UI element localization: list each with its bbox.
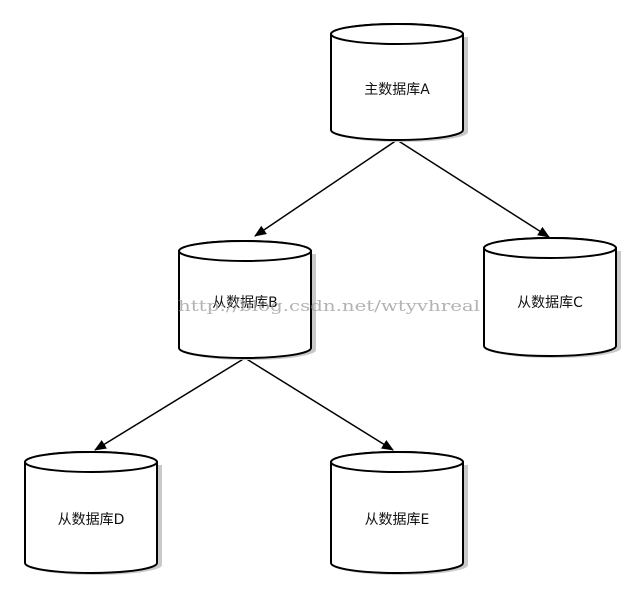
edges xyxy=(94,139,550,451)
edge-a-c xyxy=(396,139,550,238)
node-e-label: 从数据库E xyxy=(365,512,430,528)
node-a-label: 主数据库A xyxy=(364,82,430,98)
node-c-label: 从数据库C xyxy=(517,295,583,311)
database-node-e[interactable]: 从数据库E xyxy=(330,451,468,575)
database-node-c[interactable]: 从数据库C xyxy=(483,237,621,358)
edge-a-b xyxy=(254,139,398,237)
database-node-d[interactable]: 从数据库D xyxy=(24,451,162,575)
node-b-label: 从数据库B xyxy=(212,295,278,311)
database-node-b[interactable]: 从数据库B xyxy=(178,240,316,360)
edge-b-d xyxy=(94,357,246,451)
database-node-a[interactable]: 主数据库A xyxy=(330,23,468,142)
watermark: http://blog.csdn.net/wtyvhreal xyxy=(178,297,480,315)
edge-b-e xyxy=(244,357,394,451)
node-d-label: 从数据库D xyxy=(58,512,125,528)
